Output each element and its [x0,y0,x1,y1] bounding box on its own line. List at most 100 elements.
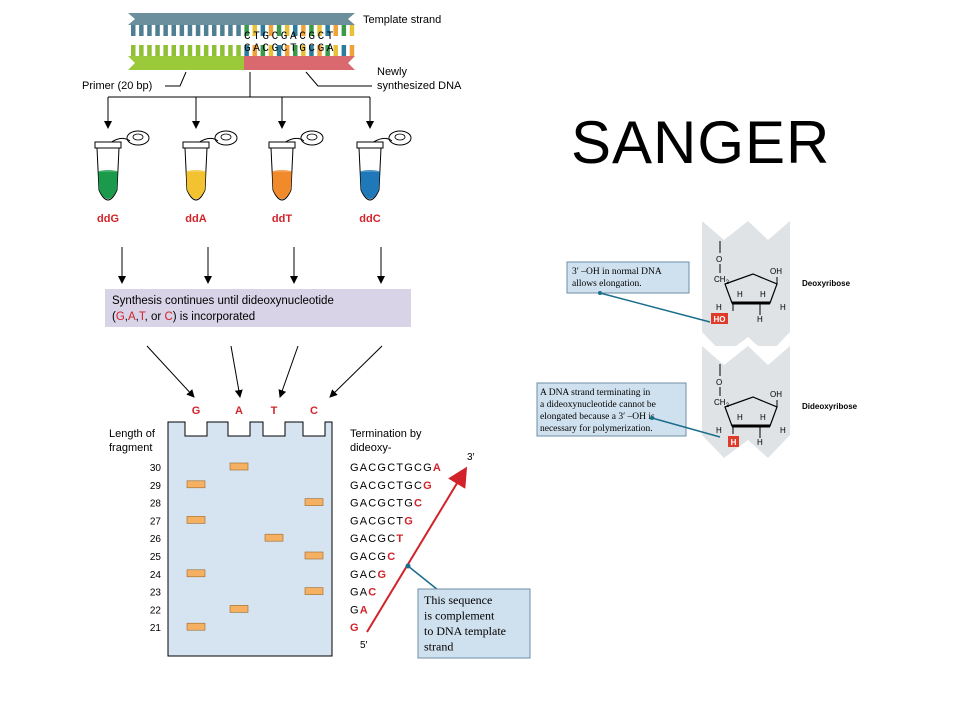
template-tooth [187,25,193,36]
termination-sequence: GA [350,604,369,616]
template-tooth [325,25,330,36]
fragment-length: 28 [150,499,162,510]
elongation-note-line: allows elongation. [572,279,642,289]
tube-ddt [268,130,324,201]
template-tooth [268,25,274,36]
primer-tooth [163,45,168,56]
h-label: H [780,303,786,312]
template-tooth [228,25,233,36]
elongation-note-text: 3′ –OH in normal DNA allows elongation. [572,267,662,289]
primer-tooth [260,45,266,56]
tube-label-ddg: ddG [97,213,119,225]
termination-label-2: dideoxy- [350,442,392,454]
sequence-note-line: to DNA template [424,624,506,638]
termination-sequence: GACG [350,569,387,581]
template-tooth [195,25,201,36]
sequence-note-line: strand [424,640,453,654]
primer-tooth [139,45,144,56]
template-tooth [220,25,225,36]
template-tooth [212,25,217,36]
template-tooth [236,25,241,36]
fragment-length: 26 [150,534,162,545]
gel-band [304,498,324,506]
template-tooth [317,25,322,36]
tube-liquid [360,172,380,199]
tube-dda [182,130,238,201]
template-sequence: CTGCGACGCT [244,31,336,43]
ho-highlight-label: HO [714,315,726,324]
primer-teeth [131,45,355,56]
template-tooth [203,25,209,36]
template-tooth [179,25,185,36]
template-backbone [128,13,355,25]
primer-tooth [349,45,355,56]
h-label: H [716,303,722,312]
template-tooth [309,25,314,36]
oh-label: OH [770,267,782,276]
tube-meniscus [98,170,118,174]
lane-label-c: C [310,405,318,417]
tube-label-ddt: ddT [272,213,292,225]
h-label: H [737,413,743,422]
fragment-length: 23 [150,588,162,599]
h-highlight [728,436,739,447]
dideoxyribose-label: Dideoxyribose [802,402,858,411]
gel-band [186,480,206,489]
gel-band [304,551,324,560]
newly-label: Newly [377,66,407,78]
primer-tooth [333,45,338,56]
deoxyribose-background [702,221,790,355]
elongation-note-line: 3′ –OH in normal DNA [572,267,662,277]
synthesis-box [105,289,411,327]
primer-tooth [341,45,347,56]
fragment-length: 27 [150,516,162,527]
fragment-length: 30 [150,463,162,474]
tube-liquid [272,172,292,199]
primer-tooth [147,45,152,56]
tube-to-box-arrows [118,247,385,284]
template-tooth [293,25,298,36]
elongation-pointer [599,292,711,323]
fragment-length: 25 [150,552,162,563]
template-tooth [139,25,144,36]
tube-meniscus [272,170,292,174]
synthesis-line-2: (G,A,T, or C) is incorporated [112,311,255,323]
gel-band [186,569,206,578]
primer-backbone [128,56,244,70]
sequence-note-line: This sequence [424,593,492,607]
tube-meniscus [360,170,380,174]
lane-label-a: A [235,405,243,417]
tube-meniscus [186,170,206,174]
new-strand-backbone [244,56,355,70]
tube-label-dda: ddA [185,213,206,225]
tube-liquid [186,172,206,199]
three-prime-label: 3′ [467,452,475,463]
note-pointer-dot [405,563,411,569]
deoxyribose-label: Deoxyribose [802,279,851,288]
gel-band [304,587,324,595]
termination-sequence: GACGCT [350,533,404,545]
note-pointer [407,565,439,591]
template-tooth [349,25,355,36]
sugar-ring [724,273,778,304]
sequence-note-box [417,588,531,659]
template-teeth [131,25,355,36]
gel-band [229,462,249,471]
termination-label-1: Termination by [350,428,422,440]
tube-rim [356,141,384,149]
termination-note-line: a dideoxynucleotide cannot be [540,400,656,410]
h-highlight-label: H [731,438,737,447]
template-tooth [260,25,266,36]
termination-sequence: GAC [350,587,377,599]
h-label: H [716,426,722,435]
slide-title: SANGER [571,109,831,176]
h-label: H [757,315,763,324]
termination-sequence: GACGCTGC [350,498,423,510]
ho-highlight [711,313,728,324]
